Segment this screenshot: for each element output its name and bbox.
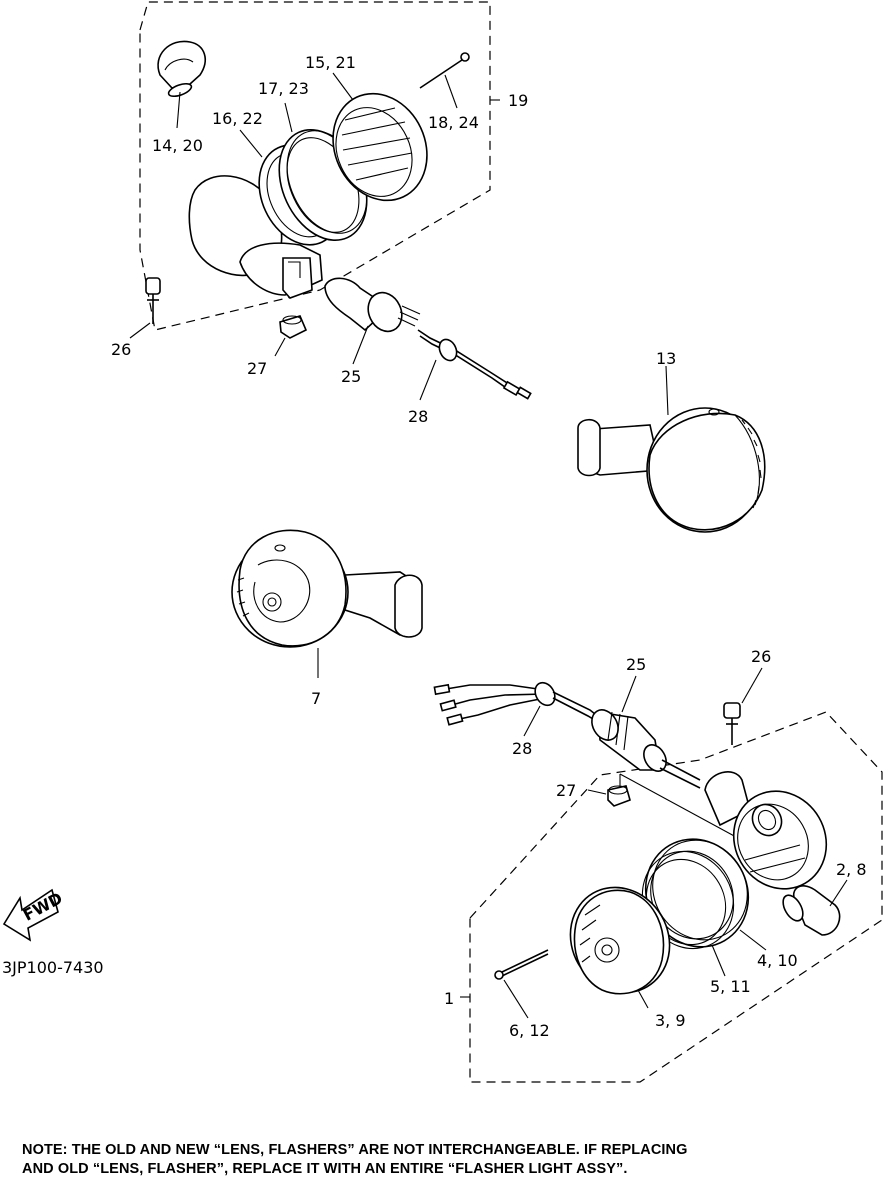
catalog-code: 3JP100-7430	[2, 958, 104, 977]
label-2-8: 2, 8	[836, 860, 867, 879]
label-28-top: 28	[408, 407, 428, 426]
bulb-14-20	[157, 40, 206, 98]
socket-25-bottom	[591, 709, 701, 789]
label-27-bottom: 27	[556, 781, 576, 800]
label-3-9: 3, 9	[655, 1011, 686, 1030]
flasher-assembly-7	[231, 529, 423, 648]
wire-28-top	[417, 329, 532, 400]
wire-28-bottom	[433, 681, 601, 726]
label-1: 1	[444, 989, 454, 1008]
label-18-24: 18, 24	[428, 113, 479, 132]
housing-stem	[239, 242, 323, 299]
label-25-top: 25	[341, 367, 361, 386]
label-13: 13	[656, 349, 676, 368]
screw-6-12	[494, 949, 549, 980]
fwd-arrow-icon: FWD	[2, 888, 66, 942]
label-26-top: 26	[111, 340, 131, 359]
label-25-bottom: 25	[626, 655, 646, 674]
label-27-top: 27	[247, 359, 267, 378]
bulb-2-8	[782, 885, 841, 936]
label-28-bottom: 28	[512, 739, 532, 758]
assembly-1-boundary	[469, 711, 883, 1083]
bolt-26-bottom	[723, 702, 741, 745]
interchangeability-note: NOTE: THE OLD AND NEW “LENS, FLASHERS” A…	[22, 1141, 872, 1179]
housing-bottom	[704, 771, 828, 890]
screw-18-24	[419, 52, 470, 89]
label-15-21: 15, 21	[305, 53, 356, 72]
assembly-19-boundary	[139, 1, 491, 331]
bolt-26-top	[145, 277, 161, 324]
label-7: 7	[311, 689, 321, 708]
bottom-flasher-assembly	[433, 667, 883, 1083]
label-4-10: 4, 10	[757, 951, 798, 970]
label-16-22: 16, 22	[212, 109, 263, 128]
label-14-20: 14, 20	[152, 136, 203, 155]
nut-27-bottom	[607, 785, 631, 807]
lens-15-21	[332, 92, 428, 202]
label-19: 19	[508, 91, 528, 110]
lens-3-9	[569, 886, 671, 995]
nut-27-top	[279, 315, 308, 339]
socket-25-top	[324, 277, 421, 333]
label-26-bottom: 26	[751, 647, 771, 666]
label-17-23: 17, 23	[258, 79, 309, 98]
note-line-2: AND OLD “LENS, FLASHER”, REPLACE IT WITH…	[22, 1161, 628, 1177]
label-6-12: 6, 12	[509, 1021, 550, 1040]
label-5-11: 5, 11	[710, 977, 751, 996]
flasher-assembly-13	[577, 407, 766, 533]
top-flasher-assembly	[129, 1, 532, 401]
note-line-1: NOTE: THE OLD AND NEW “LENS, FLASHERS” A…	[22, 1142, 688, 1158]
